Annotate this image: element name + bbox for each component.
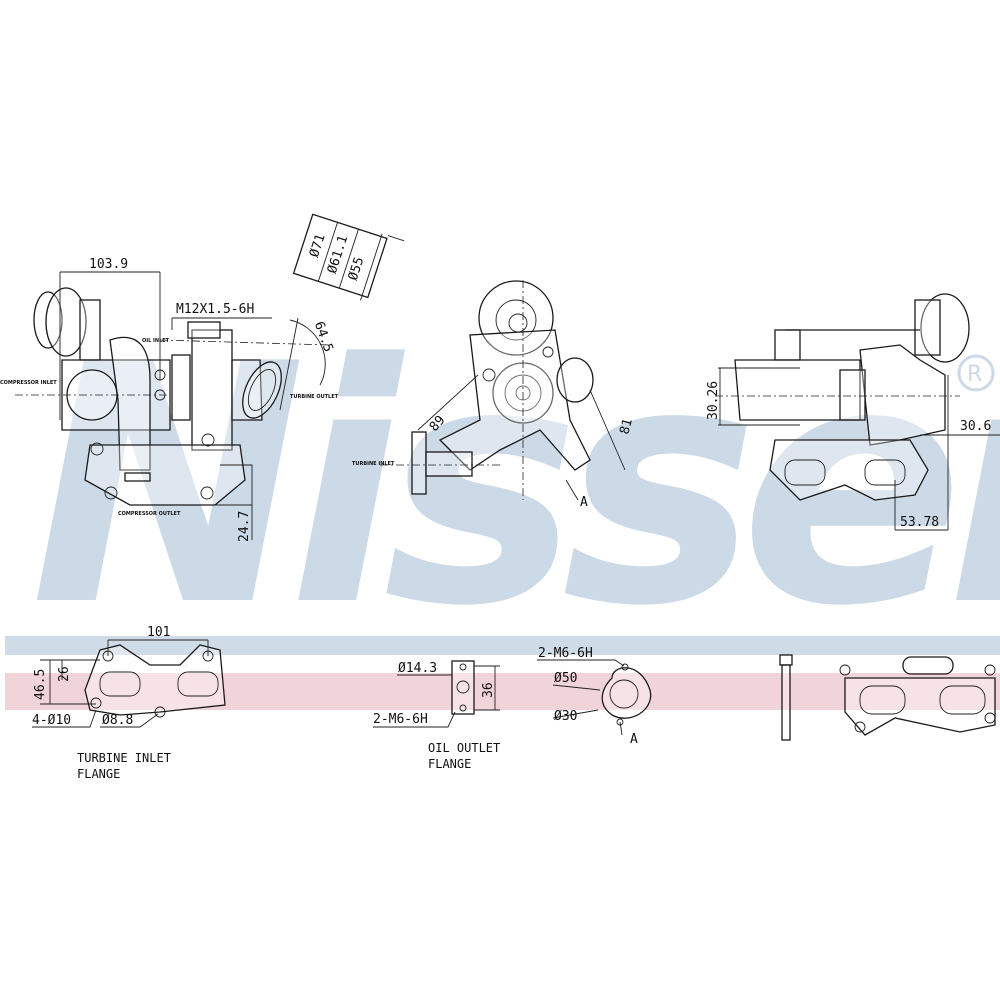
- dimension-label: M12X1.5-6H: [176, 302, 254, 317]
- dimension-label: TURBINE INLET: [77, 751, 171, 765]
- dimension-label: COMPRESSOR OUTLET: [118, 511, 181, 517]
- oil-outlet-flange: Ø14.3 36 2-M6-6H OIL OUTLET FLANGE: [373, 660, 500, 771]
- registered-mark-circle: [957, 354, 995, 392]
- dimension-label: Ø14.3: [398, 661, 437, 676]
- dimension-label: Ø8.8: [102, 713, 133, 728]
- dimension-label: 30.26: [706, 381, 721, 420]
- dimension-label: A: [580, 495, 588, 510]
- dimension-label: Ø61.1: [325, 234, 351, 276]
- blue-band: [5, 636, 1000, 655]
- dimension-label: 2-M6-6H: [373, 712, 428, 727]
- dimension-label: Ø30: [554, 709, 577, 724]
- dimension-label: 103.9: [89, 257, 128, 272]
- side-view: 89 81 A TURBINE INLET: [352, 280, 636, 510]
- dimension-label: OIL INLET: [142, 338, 170, 344]
- dimension-label: 53.78: [900, 515, 939, 530]
- dimension-label: 30.6: [960, 419, 991, 434]
- dimension-label: FLANGE: [77, 767, 120, 781]
- dimension-label: 36: [481, 682, 496, 698]
- round-flange: 2-M6-6H Ø50 Ø30 A: [537, 646, 652, 747]
- dimension-label: 2-M6-6H: [538, 646, 593, 661]
- dimension-label: OIL OUTLET: [428, 741, 500, 755]
- dimension-label: Ø50: [554, 671, 577, 686]
- front-view: 103.9 M12X1.5-6H 64.5 24.7 COMPRESSOR IN…: [0, 257, 339, 542]
- rear-view: 30.26 30.6 53.78: [706, 293, 1000, 531]
- dimension-label: TURBINE INLET: [352, 461, 395, 467]
- dimension-label: 26: [57, 666, 72, 682]
- dimension-label: Ø55: [346, 255, 368, 282]
- pink-band: [5, 673, 1000, 710]
- dimension-label: 4-Ø10: [32, 713, 71, 728]
- registered-mark: R: [967, 362, 982, 387]
- dimension-label: 46.5: [33, 669, 48, 700]
- dimension-label: 24.7: [237, 511, 252, 542]
- dimension-label: COMPRESSOR INLET: [0, 380, 57, 386]
- dimension-label: 101: [147, 625, 170, 640]
- dimension-label: 81: [617, 417, 636, 436]
- dimension-label: TURBINE OUTLET: [290, 394, 339, 400]
- dimension-label: Ø71: [307, 232, 329, 259]
- dimension-label: A: [630, 732, 638, 747]
- turbine-inlet-flange: 101 26 46.5 4-Ø10 Ø8.8 TURBINE INLET FLA…: [32, 625, 226, 781]
- bolt: [779, 654, 793, 741]
- dimension-label: FLANGE: [428, 757, 471, 771]
- gasket: [839, 656, 996, 736]
